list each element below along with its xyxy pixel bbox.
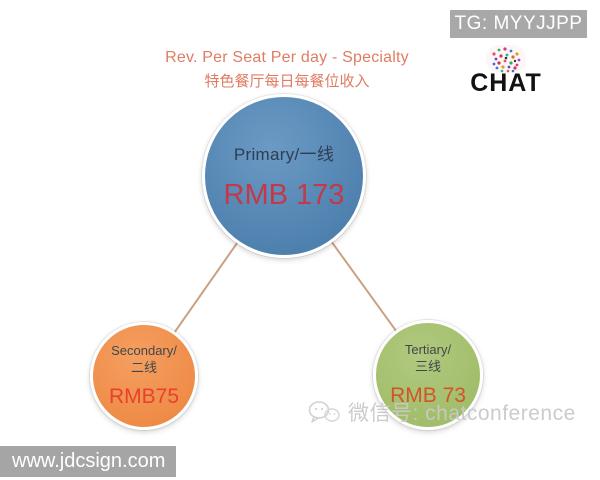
page-title: Rev. Per Seat Per day - Specialty 特色餐厅每日…	[0, 49, 574, 91]
node-primary: Primary/一线 RMB 173	[202, 94, 366, 258]
chat-logo-speckle-icon	[486, 45, 526, 73]
wechat-watermark: 微信号: chatconference	[306, 396, 576, 428]
tg-handle-badge: TG: MYYJJPP	[450, 10, 587, 38]
node-tertiary-value: RMB 73	[390, 384, 466, 408]
wechat-watermark-text: 微信号: chatconference	[348, 402, 576, 425]
node-secondary-label-line1: Secondary/	[111, 342, 177, 358]
tg-handle-label: TG: MYYJJPP	[454, 13, 583, 34]
wechat-icon	[308, 401, 340, 423]
node-secondary-label-line2: 二线	[130, 359, 157, 375]
title-chinese: 特色餐厅每日每餐位收入	[204, 73, 370, 90]
website-badge: www.jdcsign.com	[0, 446, 176, 477]
title-english: Rev. Per Seat Per day - Specialty	[165, 49, 409, 66]
node-tertiary: Tertiary/ 三线 RMB 73	[373, 320, 483, 430]
website-badge-label: www.jdcsign.com	[12, 450, 166, 472]
chat-logo: CHAT	[462, 44, 550, 96]
node-tertiary-label-line2: 三线	[414, 358, 441, 374]
node-tertiary-label-line1: Tertiary/	[404, 341, 452, 357]
chat-logo-text: CHAT	[470, 69, 542, 97]
node-secondary: Secondary/ 二线 RMB75	[90, 322, 198, 430]
node-primary-label: Primary/一线	[233, 145, 335, 164]
node-secondary-value: RMB75	[108, 385, 180, 409]
node-primary-value: RMB 173	[223, 179, 345, 211]
